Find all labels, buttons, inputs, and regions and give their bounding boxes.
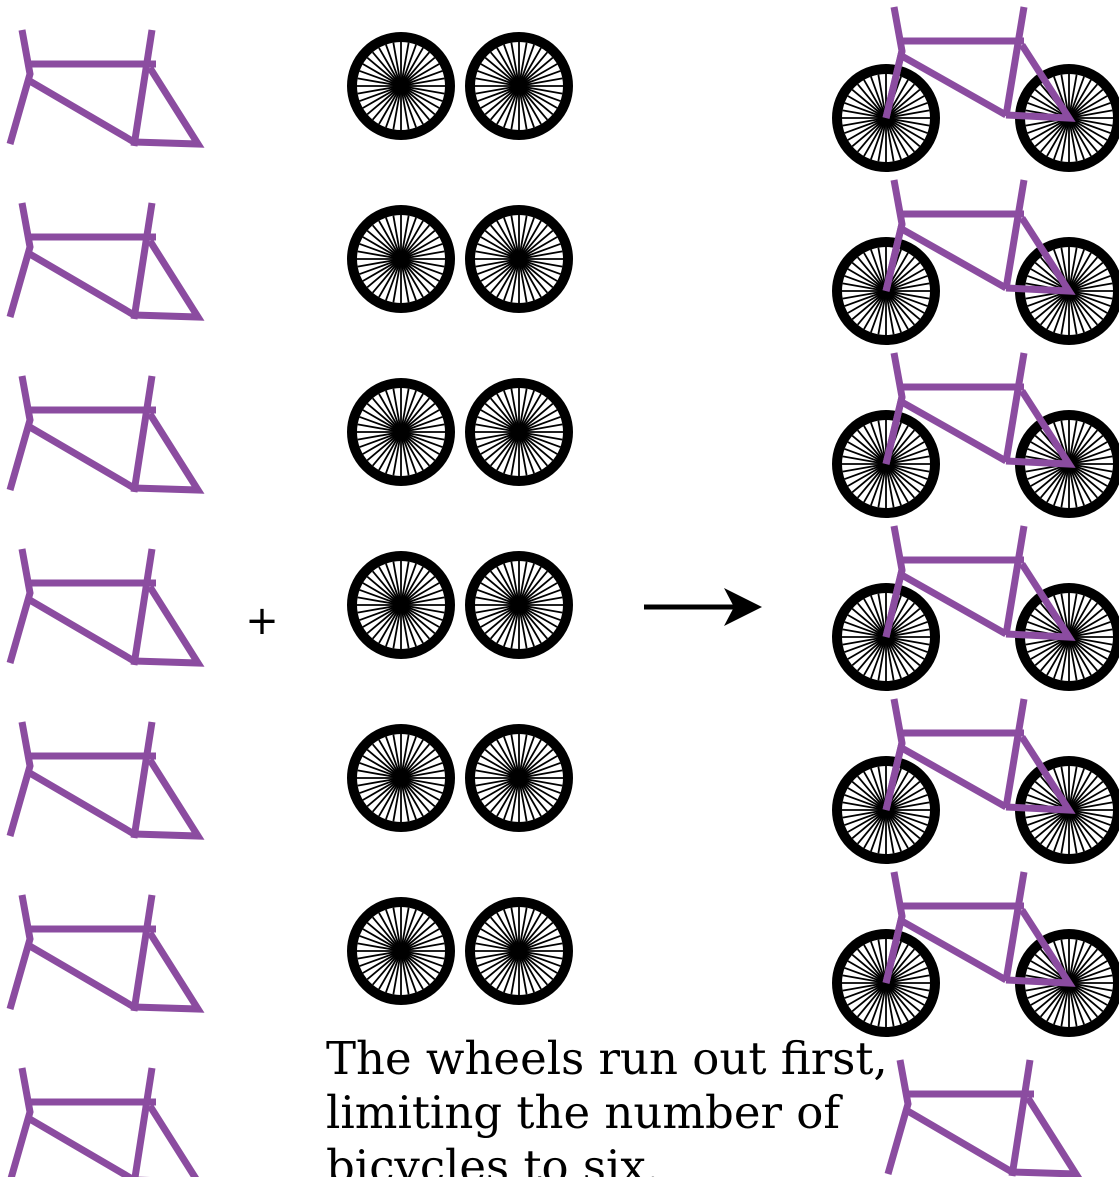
bike-wheel xyxy=(470,383,568,481)
wheel-pair xyxy=(352,383,568,481)
bike-wheel xyxy=(352,729,450,827)
bike-wheel xyxy=(470,556,568,654)
bike-frame xyxy=(882,352,1076,468)
bicycle xyxy=(837,525,1118,686)
bike-frame xyxy=(882,179,1076,295)
bicycle xyxy=(837,871,1118,1032)
bike-frame xyxy=(6,375,205,494)
wheel-pair xyxy=(352,210,568,308)
right-arrow-icon xyxy=(644,588,762,626)
bike-frame xyxy=(6,894,205,1013)
bike-frame xyxy=(882,6,1076,122)
caption: The wheels run out first, limiting the n… xyxy=(326,1032,888,1177)
bike-frame xyxy=(882,525,1076,641)
bike-frame xyxy=(882,871,1076,987)
bike-wheel xyxy=(470,902,568,1000)
bike-wheel xyxy=(352,556,450,654)
bike-frame xyxy=(6,202,205,321)
bike-frame xyxy=(6,548,205,667)
bicycle xyxy=(837,179,1118,340)
bicycle xyxy=(837,352,1118,513)
wheel-pair xyxy=(352,37,568,135)
caption-line-3: bicycles to six. xyxy=(326,1140,660,1177)
caption-line-2: limiting the number of xyxy=(326,1086,843,1139)
wheel-pair xyxy=(352,729,568,827)
bicycles-column xyxy=(837,6,1118,1032)
bicycle xyxy=(837,698,1118,859)
bike-wheel xyxy=(470,729,568,827)
bike-frame xyxy=(882,698,1076,814)
bike-wheel xyxy=(470,210,568,308)
leftover-frame xyxy=(884,1059,1083,1177)
frames-column xyxy=(6,29,205,1177)
wheel-pair xyxy=(352,902,568,1000)
bike-wheel xyxy=(470,37,568,135)
bike-frame xyxy=(6,29,205,148)
bike-frame xyxy=(7,1067,199,1177)
wheel-pair xyxy=(352,556,568,654)
plus-sign: + xyxy=(245,598,279,644)
bike-wheel xyxy=(352,383,450,481)
bike-wheel xyxy=(352,902,450,1000)
wheels-column xyxy=(352,37,568,1000)
bike-wheel xyxy=(352,37,450,135)
bike-wheel xyxy=(352,210,450,308)
bike-frame xyxy=(6,721,205,840)
bicycle xyxy=(837,6,1118,167)
caption-line-1: The wheels run out first, xyxy=(326,1032,888,1085)
leftover-bike-frame xyxy=(884,1059,1083,1177)
